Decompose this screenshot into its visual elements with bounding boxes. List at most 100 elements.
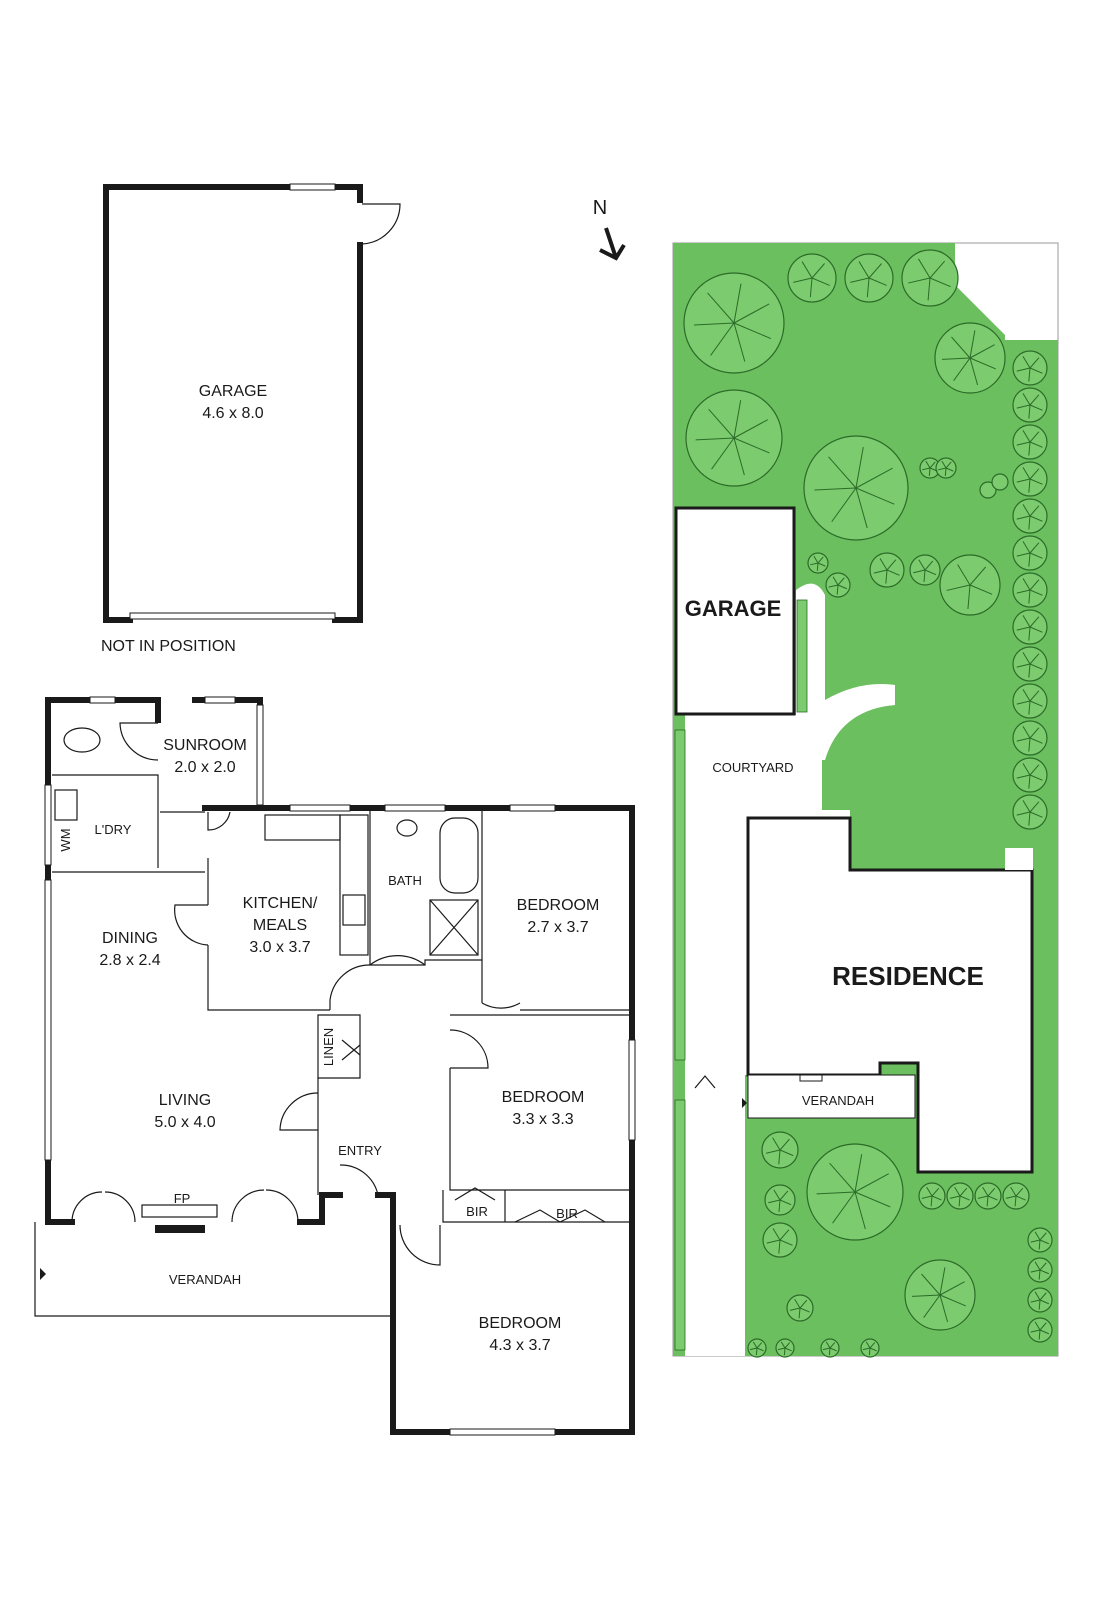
site-plan: GARAGE COURTYARD RESIDENCE VERANDAH [672, 242, 1059, 1358]
tree-branch [1005, 1195, 1017, 1199]
entry-arrow-icon [40, 1268, 46, 1280]
tree-branch [756, 1342, 763, 1349]
tree-branch [1028, 478, 1031, 493]
tree-branch [772, 1228, 781, 1241]
tree-branch [733, 322, 746, 362]
tree-branch [969, 357, 979, 386]
tree-branch [939, 1294, 949, 1323]
tree-branch [926, 1186, 933, 1197]
tree-branch [959, 1195, 970, 1201]
tree-branch [869, 1347, 877, 1352]
tree-branch [707, 292, 735, 324]
tree-branch [779, 1138, 790, 1151]
bedroom3-name: BEDROOM [479, 1315, 562, 1332]
tree-branch [879, 558, 888, 571]
tree-branch [1029, 515, 1043, 522]
tree-branch [1034, 1291, 1041, 1301]
tree-branch [921, 1273, 941, 1296]
site-fireplace [799, 1074, 823, 1082]
tree-branch [865, 1341, 871, 1349]
tree-branch [1029, 653, 1040, 665]
tree-branch [829, 1342, 836, 1349]
tree-branch [855, 446, 864, 489]
tree-branch [1010, 1186, 1017, 1197]
tree-branch [923, 569, 926, 582]
house-wall-north-west [45, 697, 161, 723]
tree-branch [1022, 578, 1031, 591]
tree-branch [1016, 478, 1031, 483]
tree-branch [886, 559, 897, 571]
tree-branch [1029, 626, 1043, 633]
tree-branch [1039, 1239, 1050, 1245]
tree-branch [1030, 1329, 1041, 1333]
door-bedroom2 [449, 1029, 489, 1069]
window-sunroom-east [256, 704, 264, 806]
tree-branch [1029, 367, 1043, 374]
bath-walls [369, 810, 483, 966]
tree-branch [1034, 1321, 1041, 1331]
dining-name: DINING [102, 930, 158, 947]
toilet-icon [63, 727, 101, 753]
tree-branch [832, 1191, 856, 1224]
tree-branch [939, 1294, 966, 1307]
tree-branch [1016, 404, 1031, 409]
tree-branch [822, 1347, 831, 1351]
tree-branch [854, 1191, 866, 1230]
tree-branch [813, 555, 819, 564]
hedge-east [1012, 350, 1053, 1343]
tree-branch [1016, 589, 1031, 594]
tree-branch [931, 1187, 940, 1197]
tree-branch [951, 336, 971, 359]
tree-branch [855, 467, 893, 489]
tree-branch [921, 1195, 933, 1199]
tree-branch [1039, 1269, 1050, 1275]
garage-plan-size: 4.6 x 8.0 [202, 405, 263, 422]
tree-branch [929, 467, 938, 472]
window-wc [89, 696, 116, 704]
tree-branch [854, 1154, 863, 1193]
tree-branch [828, 1347, 831, 1356]
door-bedroom1 [481, 1002, 521, 1009]
tree-branch [1022, 356, 1031, 369]
dining-size: 2.8 x 2.4 [99, 952, 160, 969]
bedroom2-size: 3.3 x 3.3 [512, 1111, 573, 1128]
verandah-outline [34, 1222, 393, 1317]
tree-branch [977, 1195, 989, 1199]
tree-branch [941, 460, 947, 469]
verandah-name: VERANDAH [169, 1272, 241, 1287]
house-wall-south-east [390, 1137, 635, 1435]
site-residence-label: RESIDENCE [832, 961, 984, 991]
door-bir2 [514, 1209, 606, 1223]
north-label: N [593, 197, 607, 219]
site-verandah-label: VERANDAH [802, 1093, 874, 1108]
tree-branch [778, 1199, 781, 1212]
tree-branch [1030, 1269, 1041, 1273]
tree-branch [1038, 1299, 1041, 1310]
tree-branch [779, 1199, 792, 1206]
house-wall-north-east [442, 805, 635, 1043]
tree-branch [913, 569, 926, 574]
wc-laundry-wall [52, 774, 159, 868]
door-sunroom [119, 722, 159, 761]
tree-branch [1015, 1195, 1026, 1201]
tree-branch [967, 584, 971, 609]
kitchen-size: 3.0 x 3.7 [249, 939, 310, 956]
tree-branch [1028, 589, 1031, 604]
sunroom-size: 2.0 x 2.0 [174, 759, 235, 776]
tree-branch [918, 258, 931, 279]
window-bedroom3 [449, 1428, 556, 1436]
tree-branch [1029, 737, 1043, 744]
tree-branch [708, 408, 735, 439]
tree-branch [1039, 1329, 1050, 1335]
tree-branch [957, 564, 971, 586]
window-laundry [44, 784, 52, 866]
tree-branch [772, 1137, 781, 1151]
entry-name: ENTRY [338, 1143, 382, 1158]
tree-branch [1022, 652, 1031, 665]
hedge-west-south [674, 1099, 686, 1351]
tree-branch [829, 1162, 856, 1193]
tree-branch [953, 357, 971, 382]
tree-branch [1016, 367, 1031, 372]
tree-branch [1016, 515, 1031, 520]
garage-wall-right [332, 242, 363, 623]
